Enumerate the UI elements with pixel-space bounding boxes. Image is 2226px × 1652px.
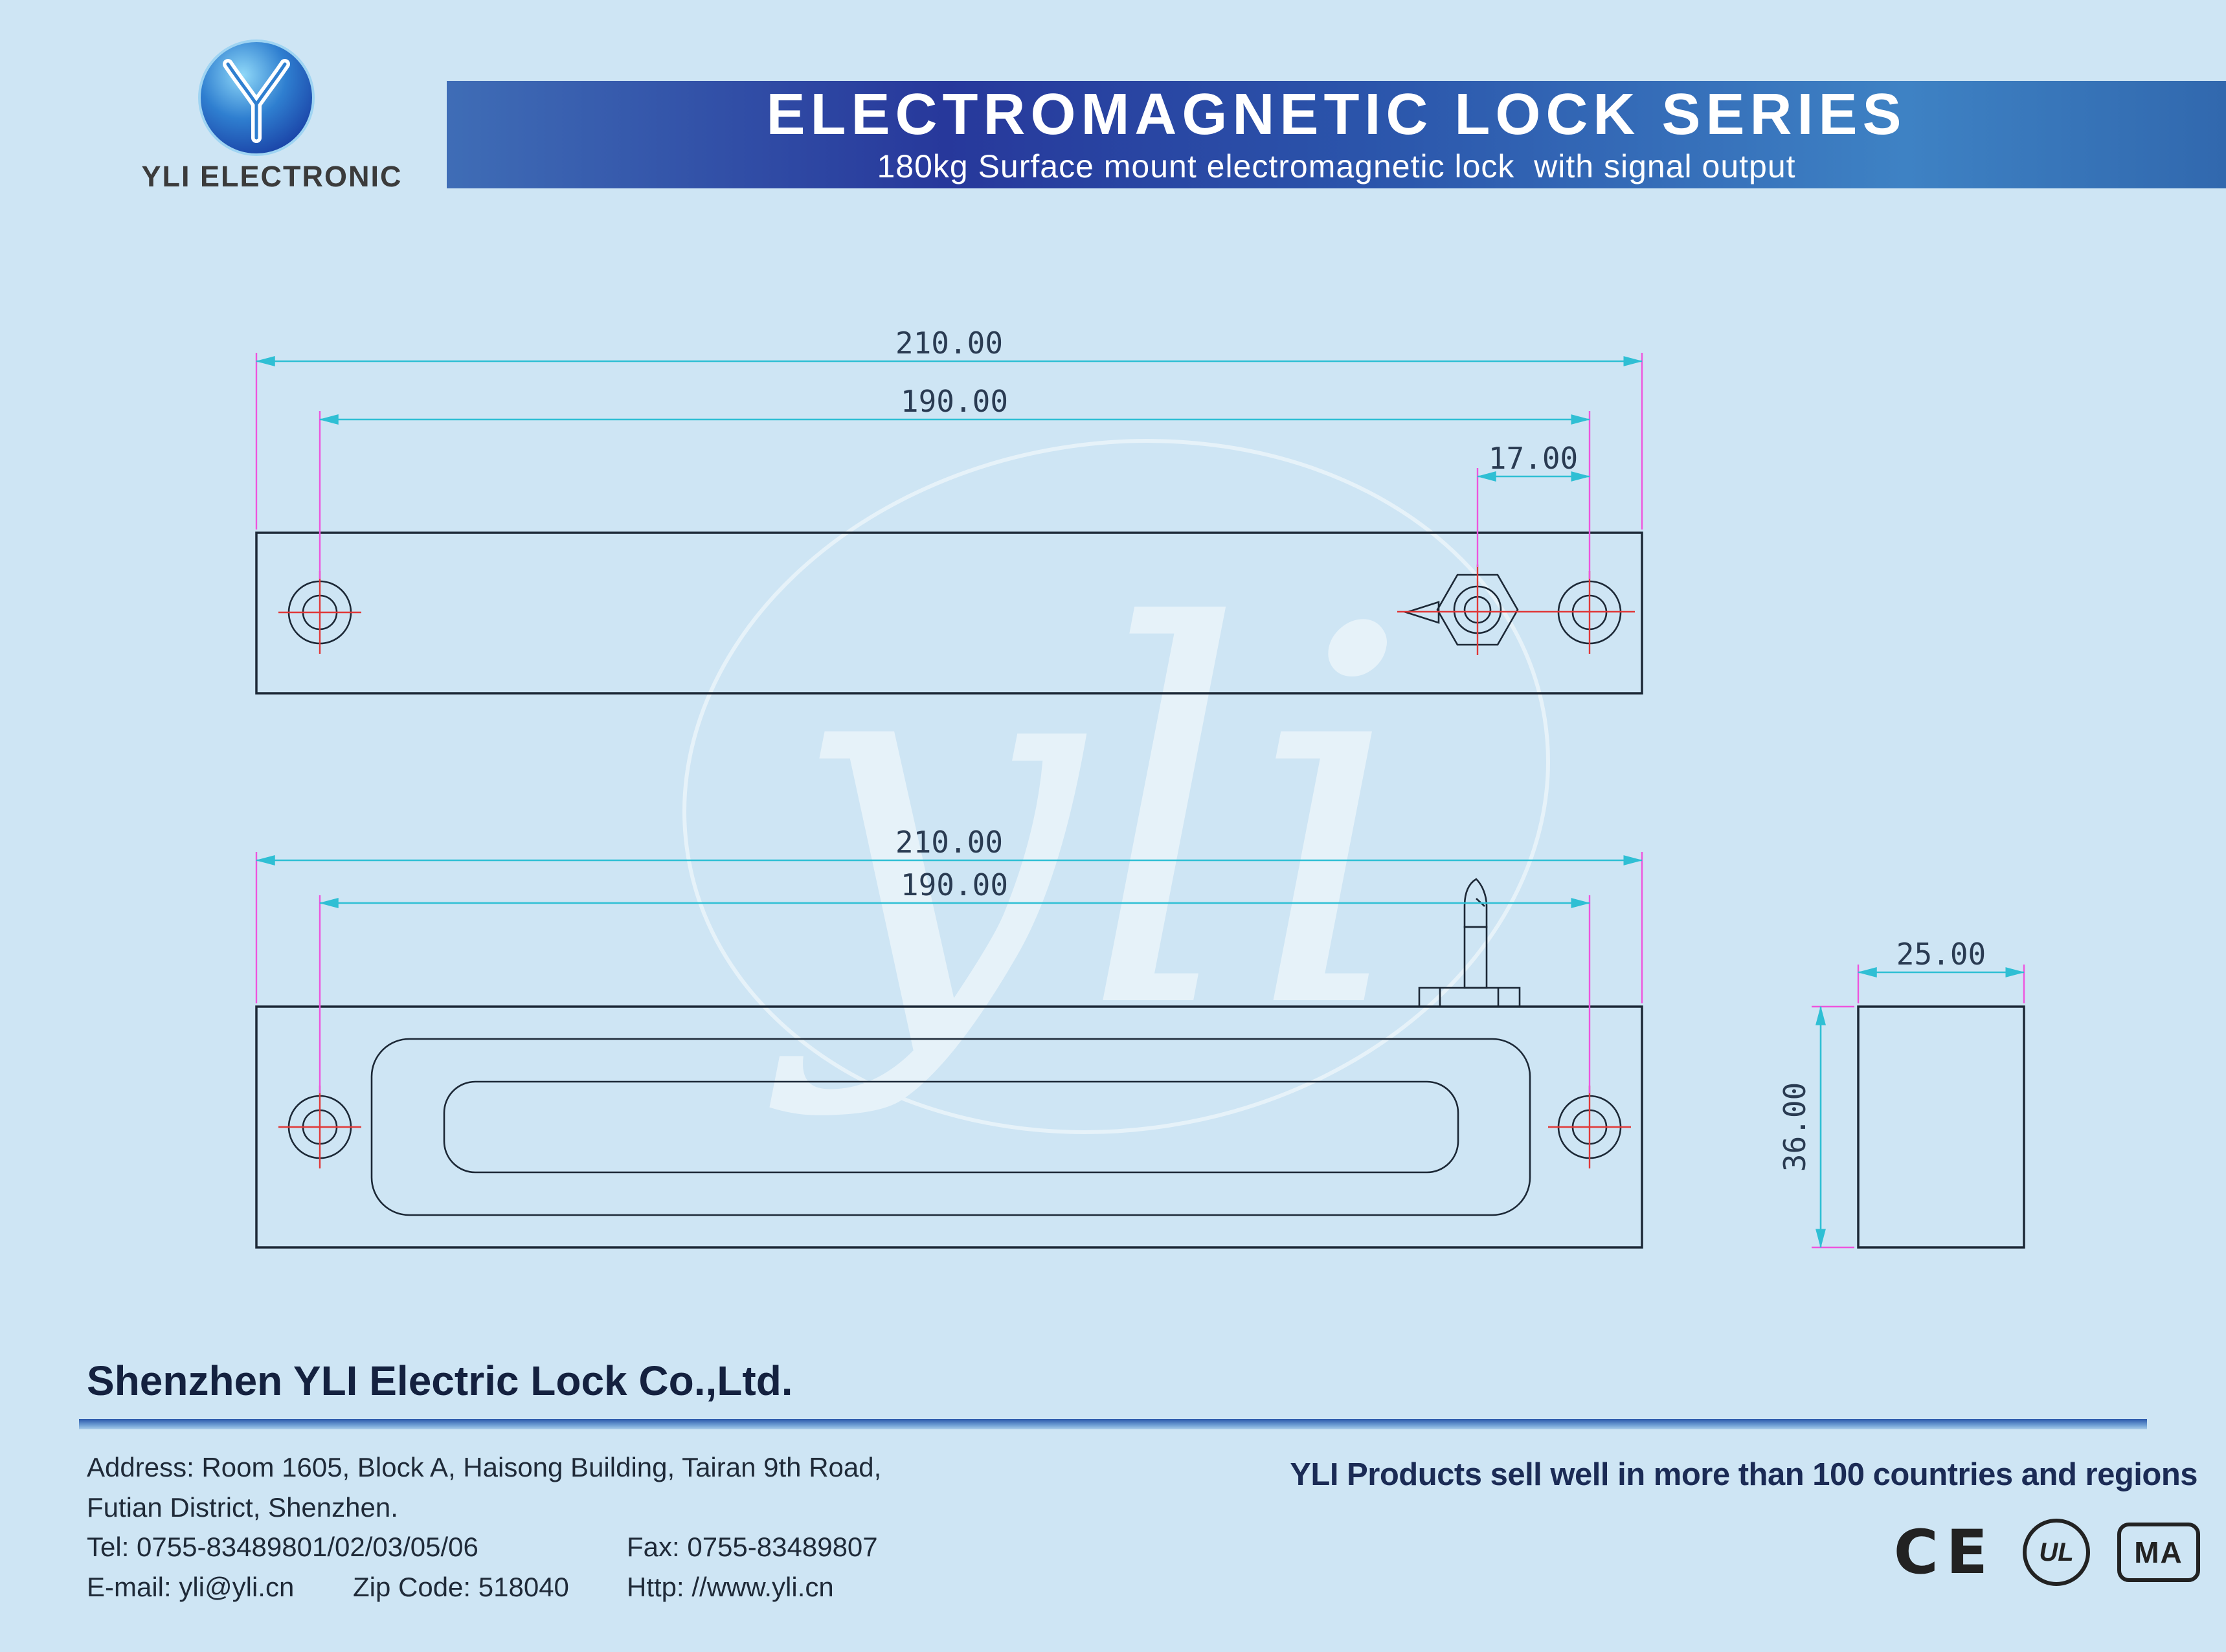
- top-view-body: [255, 531, 1643, 695]
- address-line-2: Futian District, Shenzhen.: [87, 1492, 398, 1523]
- yli-logo: [192, 33, 321, 162]
- top-view: 210.00 190.00 17.00: [255, 326, 1643, 695]
- dim-top-overall: 210.00: [895, 326, 1003, 361]
- dim-top-bolt: 17.00: [1489, 441, 1578, 476]
- front-view-signal-bolt: [1418, 878, 1521, 1008]
- watermark-ellipse: [682, 439, 1550, 1134]
- front-view-magnet-face: [443, 1080, 1459, 1174]
- fax: Fax: 0755-83489807: [627, 1532, 878, 1562]
- series-title: ELECTROMAGNETIC LOCK SERIES: [766, 82, 1907, 147]
- ma-mark-icon: MA: [2117, 1523, 2200, 1582]
- website: Http: //www.yli.cn: [627, 1572, 834, 1602]
- top-view-hole-left: [278, 571, 361, 654]
- side-view: 25.00 36.00: [1777, 937, 2025, 1249]
- telephone: Tel: 0755-83489801/02/03/05/06: [87, 1532, 478, 1562]
- brand-text: YLI ELECTRONIC: [141, 160, 403, 193]
- ce-mark-icon: CE: [1893, 1517, 1996, 1588]
- front-view-body: [255, 1005, 1643, 1249]
- certification-marks: CE UL MA: [1893, 1517, 2200, 1588]
- ul-mark-icon: UL: [2023, 1519, 2090, 1586]
- front-view-groove: [370, 1038, 1531, 1216]
- side-view-body: [1857, 1005, 2025, 1249]
- footer-divider: [79, 1419, 2147, 1429]
- watermark-text: yli: [765, 519, 1413, 1122]
- dim-front-holes: 190.00: [901, 867, 1008, 902]
- company-name: Shenzhen YLI Electric Lock Co.,Ltd.: [87, 1357, 793, 1404]
- dim-front-overall: 210.00: [895, 825, 1003, 860]
- dim-side-depth: 25.00: [1896, 937, 1986, 972]
- series-subtitle: 180kg Surface mount electromagnetic lock…: [877, 148, 1796, 185]
- sales-tagline: YLI Products sell well in more than 100 …: [1290, 1457, 2198, 1492]
- zip-code: Zip Code: 518040: [353, 1572, 569, 1602]
- title-banner: ELECTROMAGNETIC LOCK SERIES 180kg Surfac…: [447, 81, 2226, 188]
- dim-top-holes: 190.00: [901, 384, 1008, 419]
- top-view-dimensions: 210.00 190.00 17.00: [255, 326, 1643, 579]
- yli-logo-graphic: [198, 39, 315, 156]
- side-view-dimensions: 25.00 36.00: [1777, 937, 2025, 1249]
- front-view-hole-left: [278, 1086, 361, 1168]
- address-line-1: Address: Room 1605, Block A, Haisong Bui…: [87, 1452, 882, 1482]
- front-view-dimensions: 210.00 190.00: [255, 825, 1643, 1093]
- logo-y-mark: [223, 59, 290, 143]
- front-view: 210.00 190.00: [255, 825, 1643, 1249]
- front-view-hole-right: [1548, 1086, 1631, 1168]
- email: E-mail: yli@yli.cn: [87, 1572, 295, 1602]
- watermark: yli: [682, 439, 1550, 1134]
- dim-side-height: 36.00: [1777, 1082, 1812, 1172]
- top-view-hex-nut: [1397, 564, 1635, 655]
